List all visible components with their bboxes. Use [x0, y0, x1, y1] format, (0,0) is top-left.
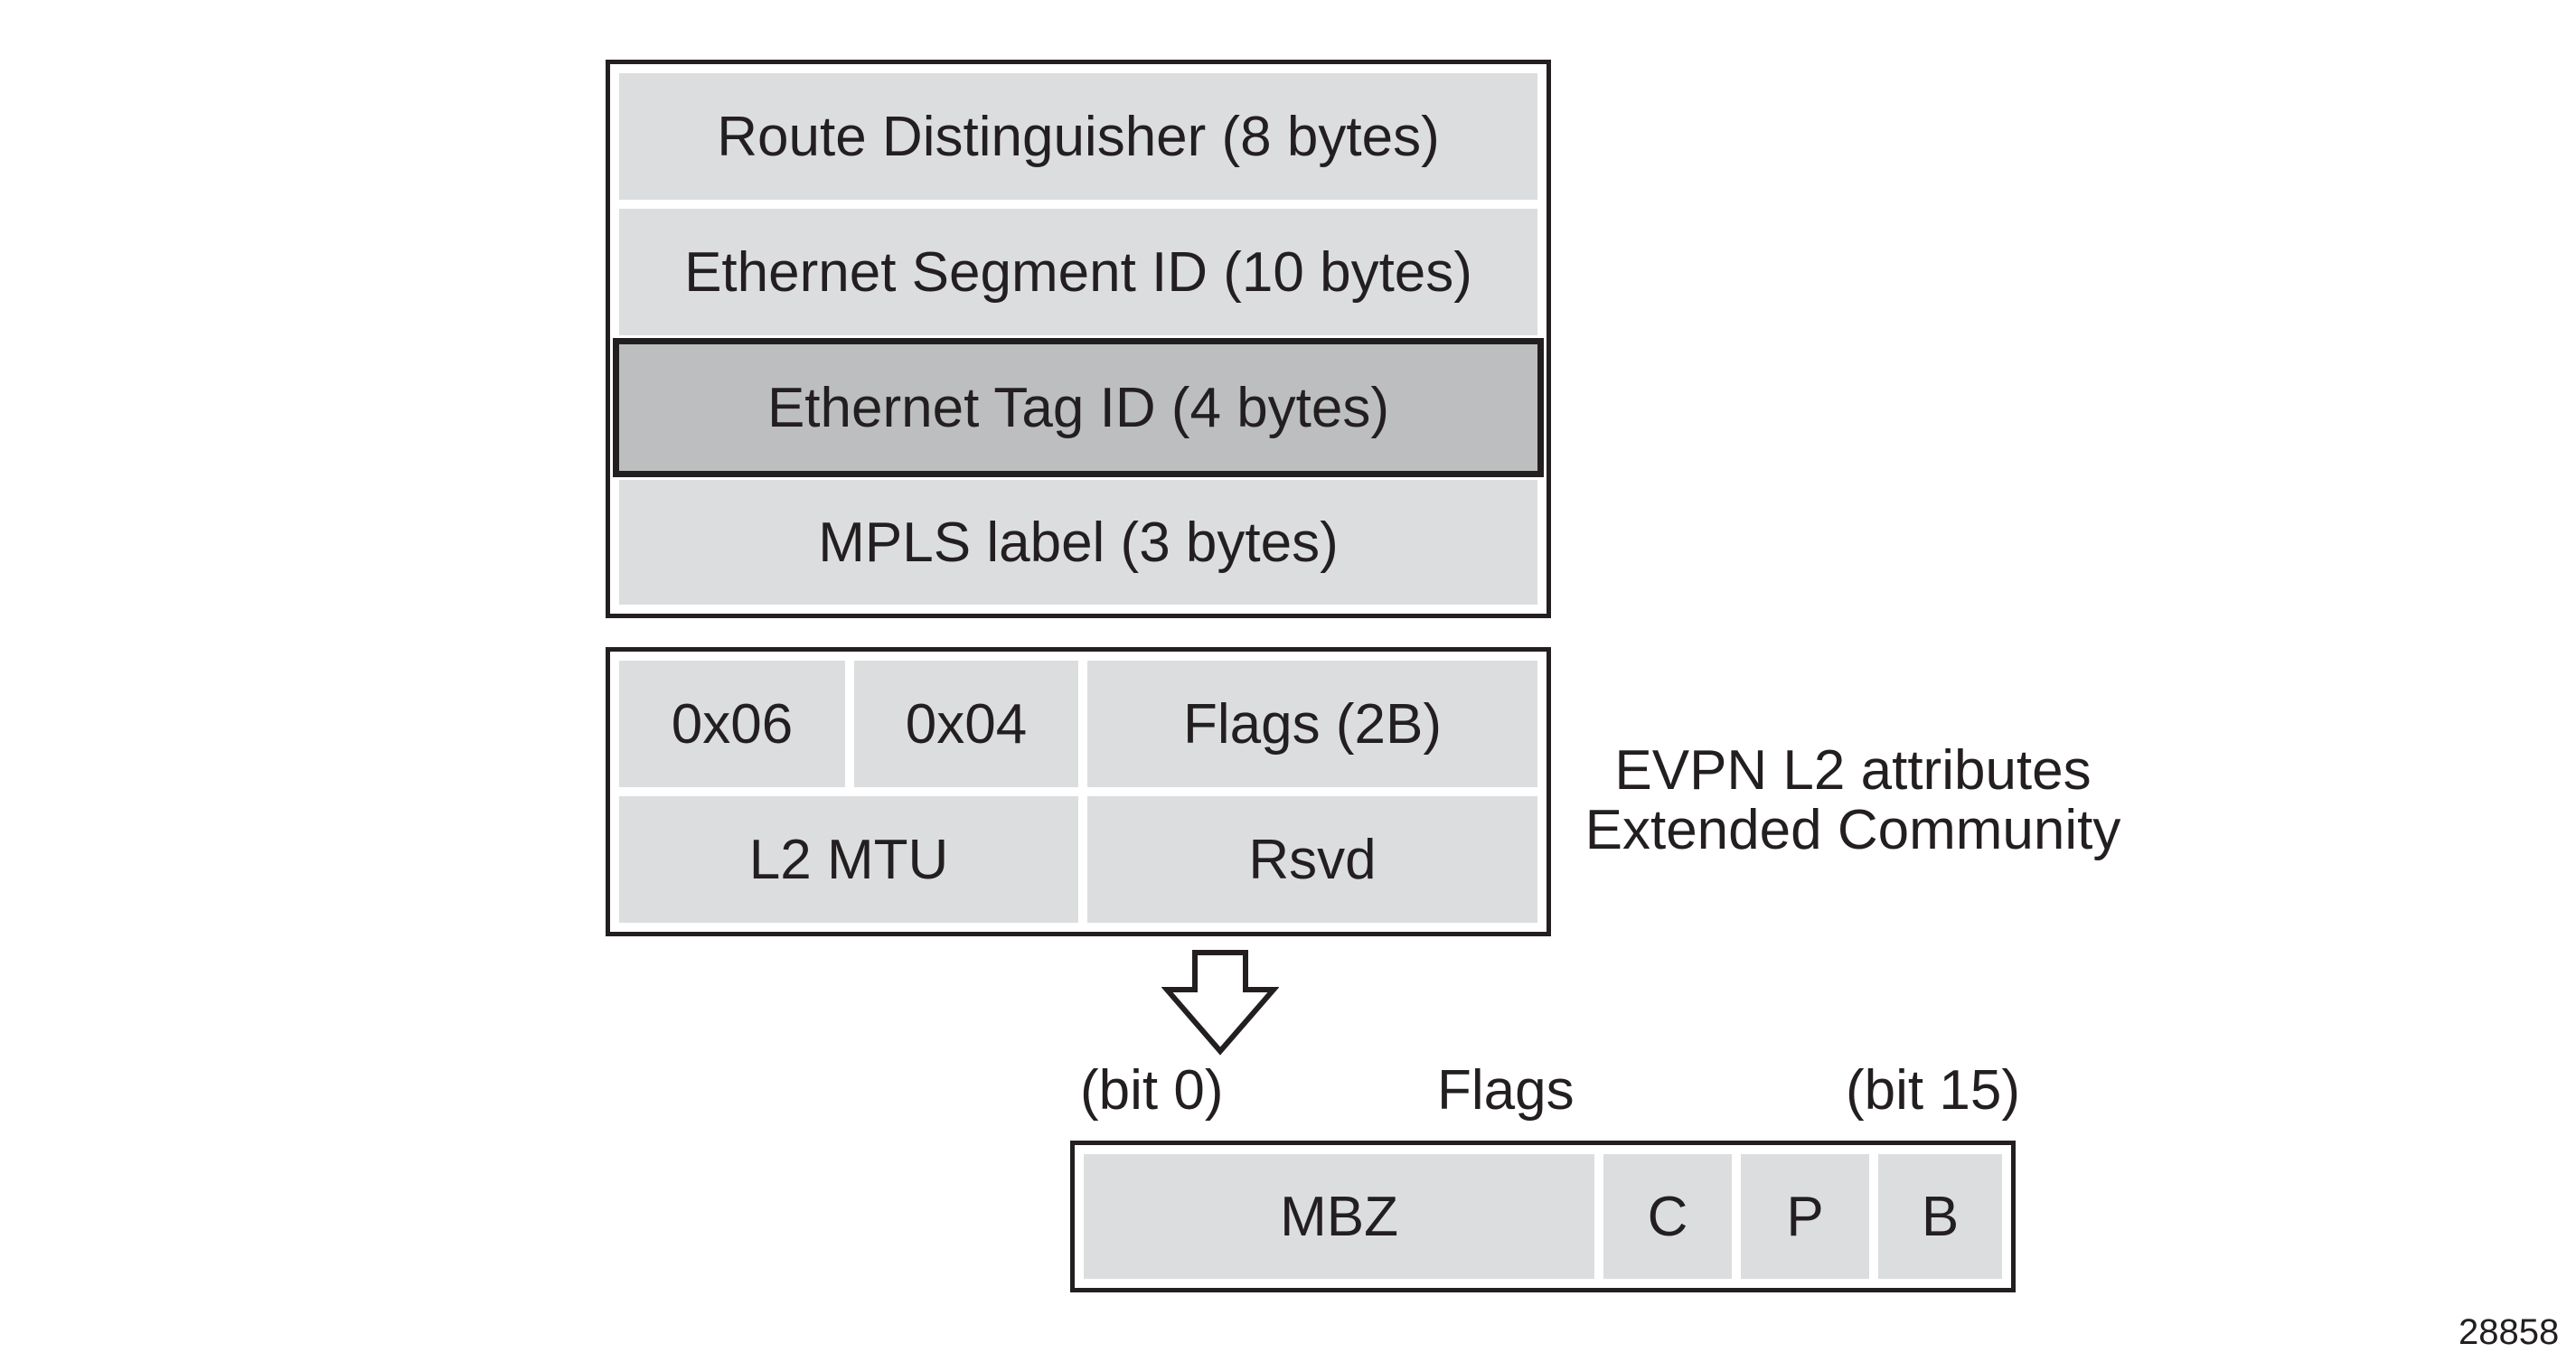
nlri-block: Route Distinguisher (8 bytes) Ethernet S… — [606, 60, 1551, 618]
flags-title: Flags — [1437, 1059, 1575, 1122]
flags-block: MBZ C P B — [1070, 1141, 2016, 1292]
ethernet-segment-id-field: Ethernet Segment ID (10 bytes) — [619, 209, 1537, 335]
c-flag-field: C — [1603, 1154, 1732, 1279]
rsvd-field: Rsvd — [1087, 796, 1537, 923]
p-flag-field: P — [1741, 1154, 1869, 1279]
l2-mtu-field: L2 MTU — [619, 796, 1078, 923]
ext-community-caption: EVPN L2 attributes Extended Community — [1546, 741, 2160, 860]
bit-0-label: (bit 0) — [1080, 1059, 1224, 1122]
flags-2b-field: Flags (2B) — [1087, 661, 1537, 787]
caption-line-1: EVPN L2 attributes — [1614, 739, 2092, 802]
ext-community-block: 0x06 0x04 Flags (2B) L2 MTU Rsvd — [606, 647, 1551, 936]
figure-number: 28858 — [2458, 1312, 2560, 1352]
mpls-label-field: MPLS label (3 bytes) — [619, 480, 1537, 605]
subtype-field: 0x04 — [854, 661, 1078, 787]
mbz-field: MBZ — [1084, 1154, 1594, 1279]
type-field: 0x06 — [619, 661, 845, 787]
b-flag-field: B — [1878, 1154, 2002, 1279]
route-distinguisher-field: Route Distinguisher (8 bytes) — [619, 73, 1537, 200]
caption-line-2: Extended Community — [1584, 799, 2121, 861]
bit-15-label: (bit 15) — [1846, 1059, 2020, 1122]
down-arrow-icon — [1161, 950, 1279, 1056]
ethernet-tag-id-field: Ethernet Tag ID (4 bytes) — [619, 344, 1537, 471]
